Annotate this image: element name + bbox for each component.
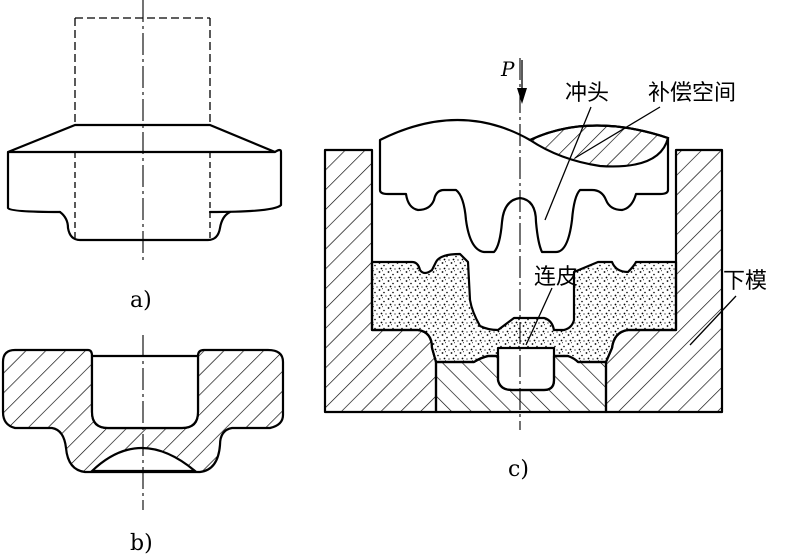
leader-flash	[525, 287, 553, 346]
label-punch: 冲头	[565, 81, 609, 106]
figure-a-hidden-boss	[74, 152, 211, 240]
workpiece-inner-cavity	[496, 354, 556, 392]
label-lower-die: 下模	[723, 269, 767, 294]
force-arrow-head	[517, 88, 527, 104]
figure-b-cavity	[90, 354, 200, 430]
compensation-space	[527, 124, 670, 168]
figure-b-caption: b)	[130, 531, 153, 556]
figure-b-bottom-dimple	[89, 446, 199, 473]
leader-lower-die	[689, 295, 737, 346]
label-flash: 连皮	[534, 265, 578, 290]
figure-c: P 冲头 补偿空间 连皮 下模 c)	[323, 57, 767, 482]
workpiece	[370, 252, 678, 364]
figure-a: a)	[6, 0, 283, 313]
leader-punch	[544, 106, 592, 221]
figure-a-lower-boss	[58, 210, 232, 242]
figure-a-caption: a)	[130, 288, 152, 313]
figure-c-caption: c)	[508, 457, 529, 482]
leader-compensation	[574, 106, 661, 159]
force-label: P	[500, 57, 515, 81]
figure-a-upper-flange	[6, 123, 283, 214]
lower-die-center-insert	[434, 354, 608, 414]
figure-b: b)	[1, 335, 285, 556]
label-compensation-space: 补偿空间	[648, 81, 736, 106]
